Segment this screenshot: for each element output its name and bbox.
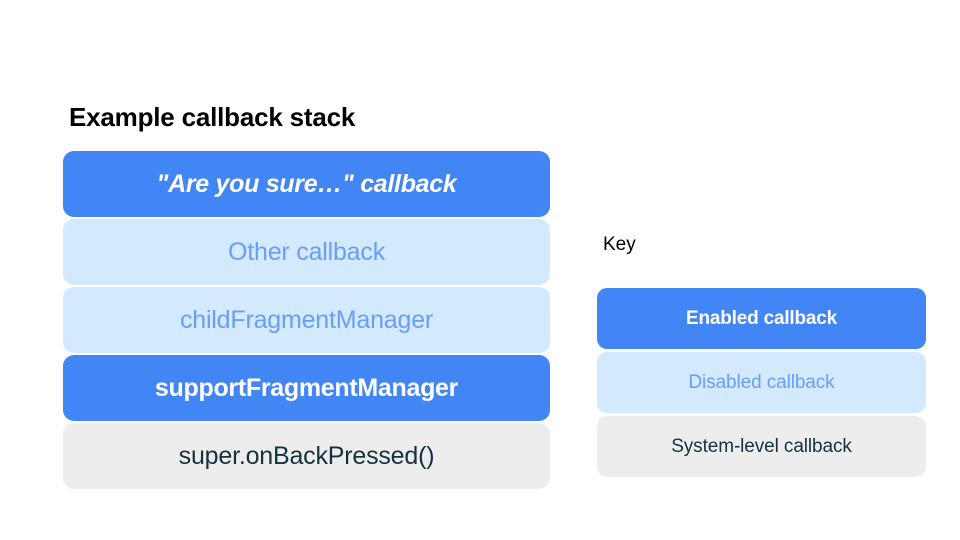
key-item-label: Enabled callback — [686, 307, 837, 329]
callback-stack-list: "Are you sure…" callback Other callback … — [63, 151, 550, 489]
stack-item-label: childFragmentManager — [179, 305, 434, 334]
key-item-enabled-callback: Enabled callback — [597, 288, 926, 349]
stack-item-label: "Are you sure…" callback — [156, 169, 457, 198]
stack-item-child-fragment-manager: childFragmentManager — [63, 287, 550, 353]
callback-stack-panel: Example callback stack "Are you sure…" c… — [63, 100, 550, 489]
key-panel: Key Enabled callback Disabled callback S… — [597, 232, 926, 477]
stack-item-super-on-back-pressed: super.onBackPressed() — [63, 423, 550, 489]
stack-item-are-you-sure-callback: "Are you sure…" callback — [63, 151, 550, 217]
stack-item-label: super.onBackPressed() — [178, 441, 435, 470]
page-title: Example callback stack — [69, 102, 356, 132]
stack-item-other-callback: Other callback — [63, 219, 550, 285]
key-item-disabled-callback: Disabled callback — [597, 352, 926, 413]
key-item-system-level-callback: System-level callback — [597, 416, 926, 477]
stack-item-support-fragment-manager: supportFragmentManager — [63, 355, 550, 421]
key-list: Enabled callback Disabled callback Syste… — [597, 288, 926, 477]
stack-item-label: Other callback — [228, 237, 385, 266]
stack-item-label: supportFragmentManager — [154, 373, 459, 402]
key-item-label: System-level callback — [671, 435, 852, 457]
key-item-label: Disabled callback — [688, 371, 835, 393]
key-title: Key — [603, 234, 636, 255]
